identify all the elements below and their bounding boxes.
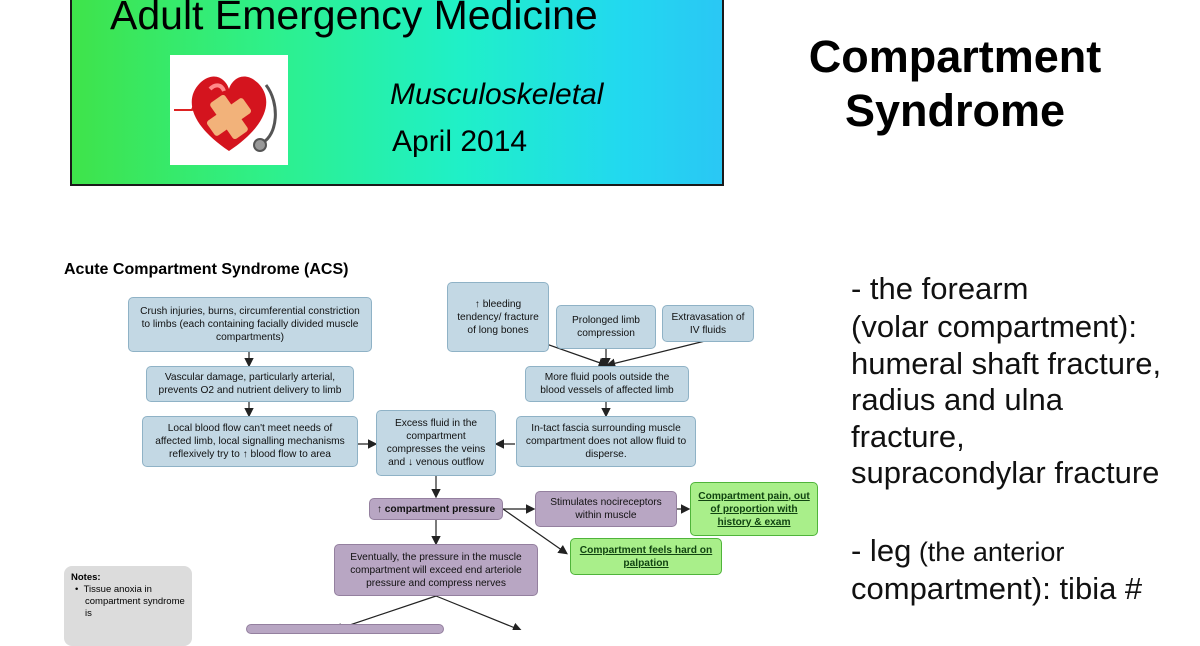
leg-line: compartment): tibia #	[851, 571, 1143, 606]
diagram-title: Acute Compartment Syndrome (ACS)	[64, 261, 349, 278]
box-compartment-pain: Compartment pain, out of proportion with…	[690, 482, 818, 536]
box-compartment-pressure: ↑ compartment pressure	[369, 498, 503, 520]
forearm-subheading: (volar compartment):	[851, 309, 1137, 344]
heart-logo-image	[170, 55, 288, 165]
box-excess-fluid: Excess fluid in the compartment compress…	[376, 410, 496, 476]
banner-date: April 2014	[392, 125, 528, 158]
main-title: Compartment Syndrome	[808, 31, 1102, 136]
forearm-line-1: humeral shaft fracture,	[851, 346, 1162, 381]
leg-paren: (the anterior	[911, 537, 1065, 567]
forearm-line-3: fracture,	[851, 419, 965, 454]
forearm-heading: - the forearm	[851, 271, 1029, 306]
forearm-line-2: radius and ulna	[851, 382, 1063, 417]
box-feels-hard: Compartment feels hard on palpation	[570, 538, 722, 575]
leg-heading: - leg (the anterior	[851, 533, 1065, 568]
box-eventually-pressure: Eventually, the pressure in the muscle c…	[334, 544, 538, 596]
box-vascular-damage: Vascular damage, particularly arterial, …	[146, 366, 354, 402]
box-bleeding-tendency: ↑ bleeding tendency/ fracture of long bo…	[447, 282, 549, 352]
notes-box: Notes: • Tissue anoxia in compartment sy…	[64, 566, 192, 646]
box-cutoff-left	[246, 624, 444, 634]
box-crush-injuries: Crush injuries, burns, circumferential c…	[128, 297, 372, 352]
box-intact-fascia: In-tact fascia surrounding muscle compar…	[516, 416, 696, 467]
heart-icon	[174, 76, 277, 152]
box-local-blood-flow: Local blood flow can't meet needs of aff…	[142, 416, 358, 467]
forearm-line-4: supracondylar fracture	[851, 455, 1160, 490]
box-extravasation: Extravasation of IV fluids	[662, 305, 754, 342]
notes-heading: Notes:	[71, 572, 101, 583]
box-nociceptors: Stimulates nocireceptors within muscle	[535, 491, 677, 527]
banner-subtitle: Musculoskeletal	[390, 78, 604, 111]
box-fluid-pools: More fluid pools outside the blood vesse…	[525, 366, 689, 402]
box-prolonged-compression: Prolonged limb compression	[556, 305, 656, 349]
notes-item: • Tissue anoxia in compartment syndrome …	[75, 584, 185, 619]
title-banner: Adult Emergency Medicine Musculoskeletal…	[70, 0, 724, 186]
banner-title: Adult Emergency Medicine	[110, 0, 598, 38]
